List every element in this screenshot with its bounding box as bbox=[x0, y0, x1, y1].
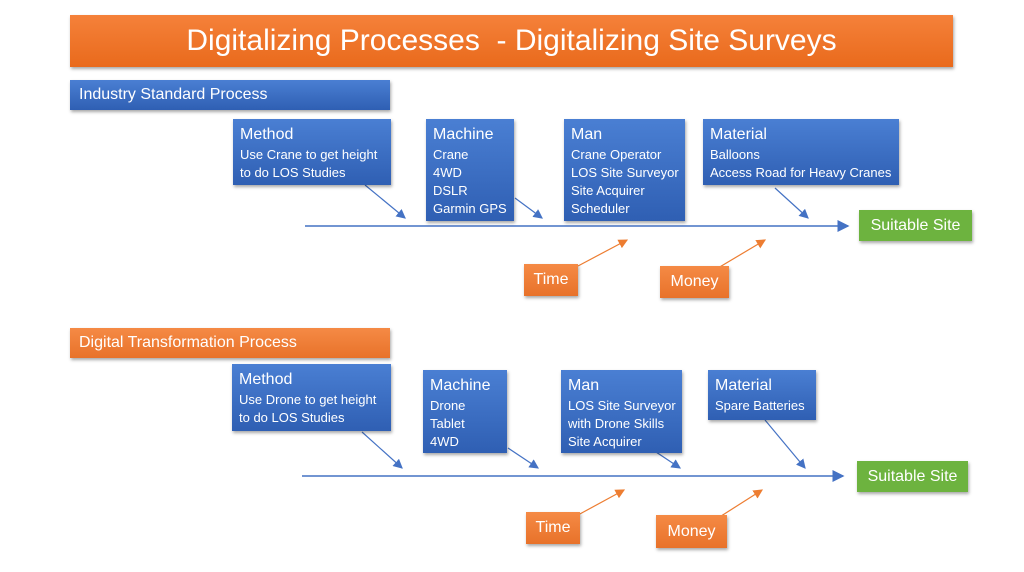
box-title: Man bbox=[571, 126, 603, 143]
box-line: 4WD bbox=[433, 165, 462, 180]
machine-box: Machine Drone Tablet 4WD bbox=[423, 370, 507, 453]
box-line: LOS Site Surveyor bbox=[568, 398, 676, 413]
machine-arrow bbox=[507, 447, 539, 469]
money-box: Money bbox=[660, 266, 729, 298]
man-box: Man Crane Operator LOS Site Surveyor Sit… bbox=[564, 119, 685, 221]
material-box: Material Spare Batteries bbox=[708, 370, 816, 420]
box-line: Crane bbox=[433, 147, 469, 162]
box-title: Method bbox=[240, 126, 294, 143]
outcome-box: Suitable Site bbox=[857, 461, 968, 492]
machine-box: Machine Crane 4WD DSLR Garmin GPS bbox=[426, 119, 514, 221]
box-line: to do LOS Studies bbox=[240, 165, 346, 180]
box-title: Machine bbox=[433, 126, 494, 143]
method-arrow bbox=[361, 431, 403, 469]
box-line: Crane Operator bbox=[571, 147, 662, 162]
box-line: Use Drone to get height bbox=[239, 392, 377, 407]
box-line: DSLR bbox=[433, 183, 468, 198]
method-box: Method Use Drone to get height to do LOS… bbox=[232, 364, 391, 431]
man-box: Man LOS Site Surveyor with Drone Skills … bbox=[561, 370, 682, 453]
box-line: Use Crane to get height bbox=[240, 147, 378, 162]
money-arrow bbox=[717, 489, 764, 519]
section-label-digital: Digital Transformation Process bbox=[70, 328, 390, 358]
box-line: Garmin GPS bbox=[433, 201, 507, 216]
time-arrow bbox=[577, 489, 626, 516]
box-line: LOS Site Surveyor bbox=[571, 165, 679, 180]
material-arrow bbox=[774, 187, 809, 219]
time-box: Time bbox=[524, 264, 578, 296]
box-line: Scheduler bbox=[571, 201, 630, 216]
box-line: Drone bbox=[430, 398, 466, 413]
method-arrow bbox=[364, 184, 406, 219]
box-line: with Drone Skills bbox=[568, 416, 665, 431]
material-box: Material Balloons Access Road for Heavy … bbox=[703, 119, 899, 185]
method-box: Method Use Crane to get height to do LOS… bbox=[233, 119, 391, 185]
box-title: Material bbox=[715, 377, 772, 394]
box-line: Access Road for Heavy Cranes bbox=[710, 165, 892, 180]
time-box: Time bbox=[526, 512, 580, 544]
machine-arrow bbox=[514, 197, 543, 219]
box-line: to do LOS Studies bbox=[239, 410, 345, 425]
money-box: Money bbox=[656, 515, 727, 548]
slide-title: Digitalizing Processes - Digitalizing Si… bbox=[70, 15, 953, 67]
material-arrow bbox=[764, 419, 806, 469]
box-line: Site Acquirer bbox=[568, 434, 642, 449]
box-title: Machine bbox=[430, 377, 491, 394]
outcome-box: Suitable Site bbox=[859, 210, 972, 241]
section-label-industry: Industry Standard Process bbox=[70, 80, 390, 110]
box-line: Spare Batteries bbox=[715, 398, 805, 413]
time-arrow bbox=[577, 239, 629, 267]
box-title: Material bbox=[710, 126, 767, 143]
box-line: 4WD bbox=[430, 434, 459, 449]
box-line: Site Acquirer bbox=[571, 183, 645, 198]
box-line: Tablet bbox=[430, 416, 465, 431]
box-line: Balloons bbox=[710, 147, 760, 162]
box-title: Man bbox=[568, 377, 600, 394]
box-title: Method bbox=[239, 371, 293, 388]
money-arrow bbox=[717, 239, 767, 269]
